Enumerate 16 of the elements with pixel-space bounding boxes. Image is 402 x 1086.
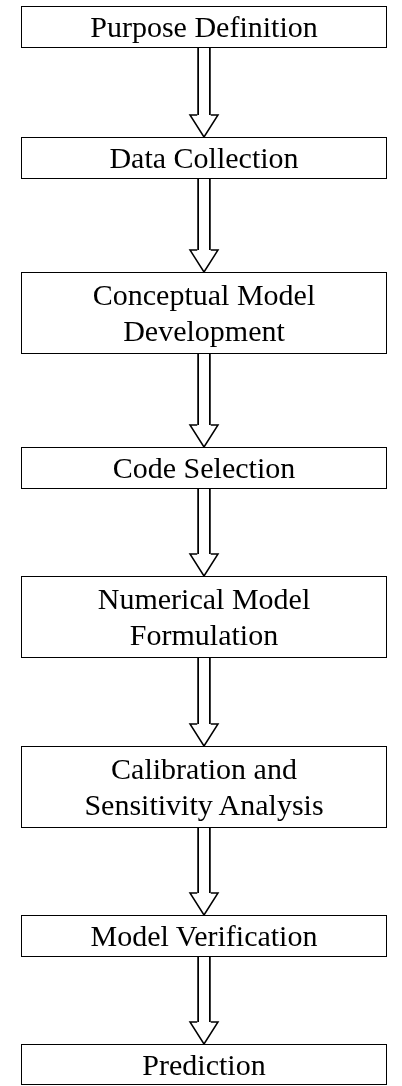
- process-box: [21, 746, 387, 828]
- process-box: [21, 1044, 387, 1085]
- process-box: [21, 137, 387, 179]
- step-label: Data Collection: [109, 140, 299, 176]
- step-label: Code Selection: [112, 450, 296, 486]
- process-box: [21, 576, 387, 658]
- process-box: [21, 447, 387, 489]
- step-label: Conceptual Model Development: [91, 277, 317, 349]
- process-box: [21, 915, 387, 957]
- process-box: [21, 6, 387, 48]
- step-label: Calibration and Sensitivity Analysis: [83, 751, 325, 823]
- step-label: Numerical Model Formulation: [96, 581, 312, 653]
- step-label: Prediction: [142, 1046, 266, 1083]
- process-box: [21, 272, 387, 354]
- step-label: Model Verification: [90, 918, 318, 954]
- step-label: Purpose Definition: [90, 9, 318, 45]
